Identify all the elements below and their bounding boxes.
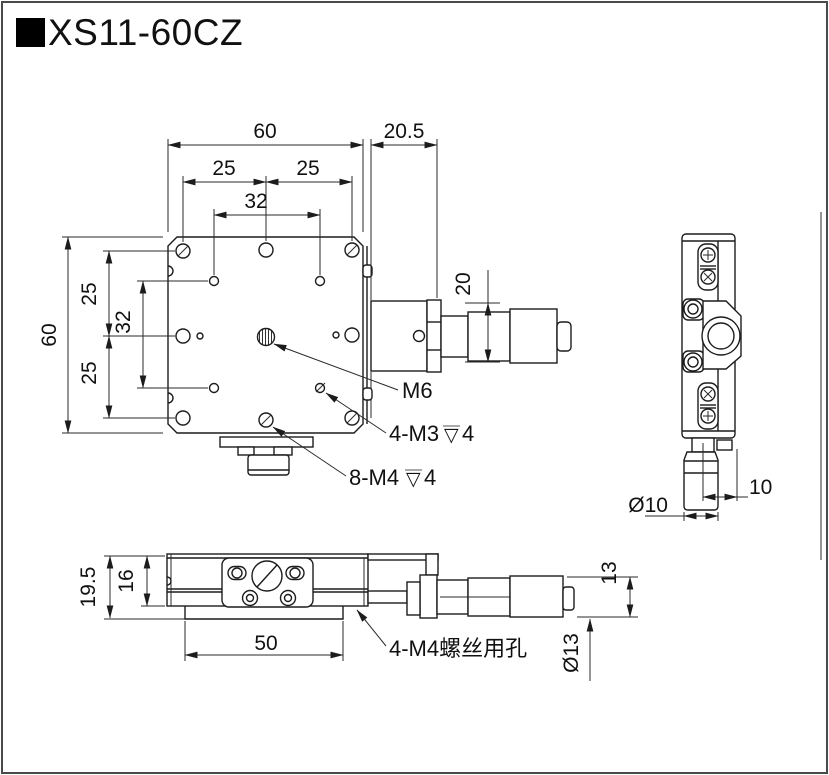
mic-bore-inner	[707, 322, 735, 350]
pin-hole	[196, 332, 204, 340]
title-block: XS11-60CZ	[16, 12, 243, 53]
depth-symbol: ▽	[406, 469, 421, 490]
clamp-column	[426, 299, 442, 373]
dim-right-25: 25	[296, 157, 319, 180]
top-view-dimensions	[64, 141, 492, 434]
dim-top-ext: 20.5	[384, 120, 425, 143]
label-m4-depth: 4	[424, 465, 436, 490]
top-view-leaders	[272, 343, 399, 477]
pin-hole	[332, 331, 340, 339]
top-view-extension-lines	[62, 139, 500, 434]
page-title: XS11-60CZ	[48, 12, 243, 53]
dim-v-60: 60	[38, 323, 61, 346]
dim-v-25-upper: 25	[78, 282, 101, 305]
lock-knob-top	[219, 436, 314, 476]
dim-h-32: 32	[244, 190, 267, 213]
bottom-view: 19.5 16 50 13 Ø13 4-M4螺丝用孔	[77, 553, 638, 681]
dim-top-width: 60	[253, 120, 276, 143]
side-view: Ø10 10	[628, 212, 822, 560]
edge-tab	[362, 264, 373, 278]
micrometer-bottom	[367, 553, 575, 619]
screw-cross-icon	[700, 386, 716, 402]
screw-holes-leader	[356, 609, 387, 647]
side-hole	[683, 299, 703, 319]
edge-tab	[362, 387, 373, 401]
mic-spindle	[367, 590, 408, 604]
label-m3-depth: 4	[462, 421, 474, 446]
side-hole	[683, 352, 703, 372]
micrometer-top	[370, 299, 572, 373]
dim-mic-height: 13	[598, 561, 621, 584]
mount-block	[370, 300, 428, 372]
dim-v-25-lower: 25	[78, 361, 101, 384]
dim-v-32: 32	[112, 310, 135, 333]
label-m6: M6	[402, 378, 433, 403]
mic-thimble	[509, 308, 558, 364]
base-plate	[184, 606, 344, 620]
mic-thimble	[509, 575, 564, 618]
screw-plate-bottom	[697, 382, 719, 430]
mic-end-cap	[562, 586, 575, 611]
label-m4-prefix: 8-M4	[349, 465, 399, 490]
dim-mic-20: 20	[452, 272, 475, 295]
dim-offset-10: 10	[749, 476, 772, 499]
dim-knob-dia: Ø10	[628, 494, 668, 517]
edge-notch	[167, 392, 174, 404]
top-view: 60 20.5 25 25 32 60 25 32 25 20 M6 4-M3 …	[38, 120, 572, 490]
label-m3-prefix: 4-M3	[389, 421, 439, 446]
m6-center-hole	[256, 327, 276, 347]
edge-notch	[166, 576, 172, 586]
label-screw-holes: 4-M4螺丝用孔	[389, 636, 527, 661]
mic-barrel	[467, 311, 511, 362]
mic-clamp	[406, 581, 421, 616]
edge-notch	[167, 265, 174, 277]
dim-mic-dia: Ø13	[560, 633, 583, 673]
m3-holes	[208, 275, 326, 394]
screw-plus-icon	[700, 247, 716, 263]
mount-hole	[412, 329, 426, 343]
mic-end-cap	[556, 321, 572, 352]
screw-plus-icon	[700, 408, 716, 424]
title-bullet-square	[16, 18, 45, 47]
front-plate	[221, 557, 314, 608]
mic-stem	[440, 315, 469, 358]
bracket-column	[419, 574, 438, 619]
dim-total-height: 19.5	[77, 567, 100, 608]
m4-holes	[175, 242, 360, 428]
dim-left-25: 25	[212, 157, 235, 180]
screw-cross-icon	[700, 269, 716, 285]
dim-base-width: 50	[254, 632, 277, 655]
dim-body-height: 16	[115, 569, 138, 592]
depth-symbol: ▽	[444, 425, 459, 446]
